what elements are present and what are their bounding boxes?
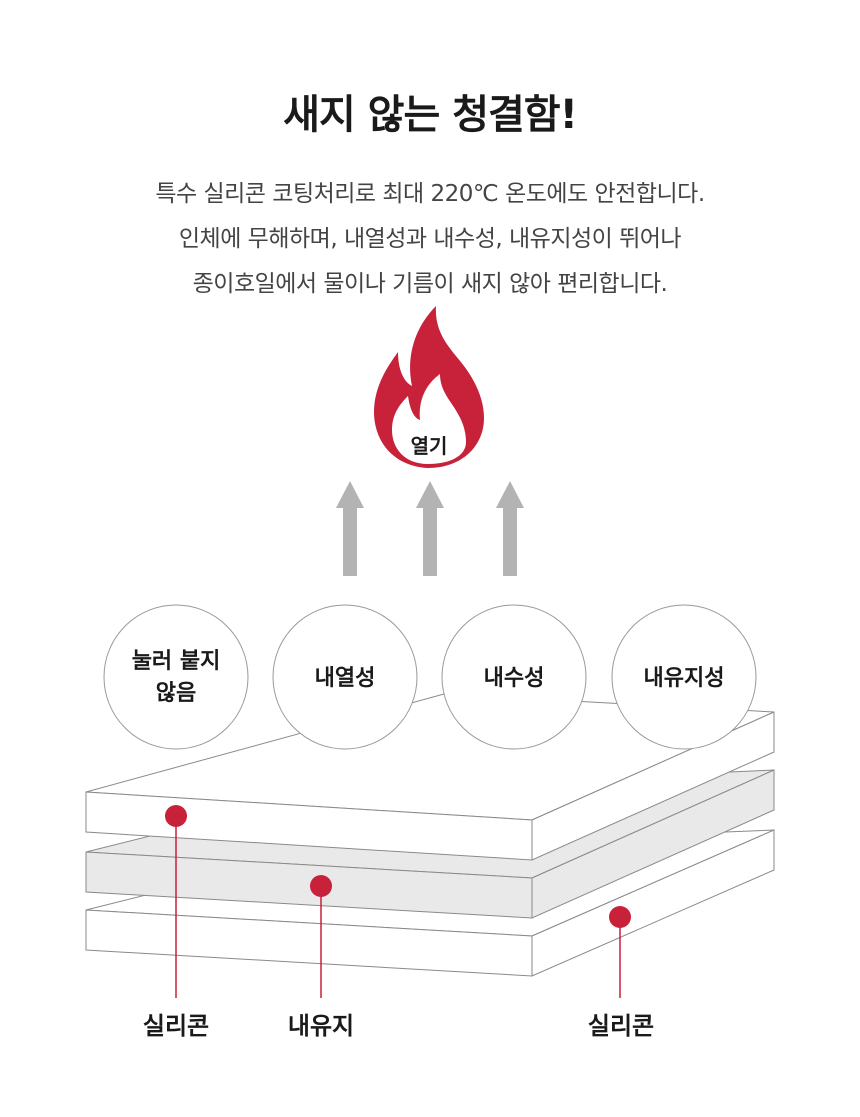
heat-arrows: [336, 481, 524, 576]
label-middle-oilproof: 내유지: [288, 1012, 354, 1040]
marker-dot: [310, 875, 332, 897]
middle-layer-side-face: [531, 769, 775, 919]
marker-dot: [165, 805, 187, 827]
callout-top-silicone: 실리콘: [143, 805, 209, 1040]
label-top-silicone: 실리콘: [143, 1012, 209, 1040]
feature-label-nonstick-line1: 눌러 붙지: [132, 649, 221, 674]
feature-circle-oil-resistance: 내유지성: [611, 604, 757, 750]
flame-label: 열기: [411, 434, 448, 458]
feature-circle-nonstick: 눌러 붙지 않음: [103, 604, 249, 750]
description-line-1: 특수 실리콘 코팅처리로 최대 220℃ 온도에도 안전합니다.: [155, 181, 705, 207]
feature-circle-heat-resistance: 내열성: [272, 604, 418, 750]
heat-arrow-icon: [336, 481, 364, 576]
description-line-2: 인체에 무해하며, 내열성과 내수성, 내유지성이 뛰어나: [178, 226, 682, 252]
description-line-3: 종이호일에서 물이나 기름이 새지 않아 편리합니다.: [192, 271, 668, 297]
description: 특수 실리콘 코팅처리로 최대 220℃ 온도에도 안전합니다. 인체에 무해하…: [0, 172, 860, 307]
callout-middle-oilproof: 내유지: [288, 875, 354, 1040]
flame-icon: 열기: [374, 306, 484, 468]
feature-circle-water-resistance: 내수성: [441, 604, 587, 750]
feature-label-nonstick-line2: 않음: [156, 681, 196, 706]
feature-label-oil-resistance: 내유지성: [644, 666, 725, 691]
marker-dot: [609, 906, 631, 928]
page-title: 새지 않는 청결함!: [283, 92, 578, 138]
heat-arrow-icon: [496, 481, 524, 576]
heat-arrow-icon: [416, 481, 444, 576]
feature-label-heat-resistance: 내열성: [315, 666, 376, 691]
label-bottom-silicone: 실리콘: [588, 1012, 654, 1040]
top-silicone-layer: [85, 693, 775, 861]
callout-bottom-silicone: 실리콘: [588, 906, 654, 1040]
feature-label-water-resistance: 내수성: [484, 666, 545, 691]
bottom-layer-side-face: [531, 829, 775, 977]
flame-inner: [392, 374, 466, 464]
